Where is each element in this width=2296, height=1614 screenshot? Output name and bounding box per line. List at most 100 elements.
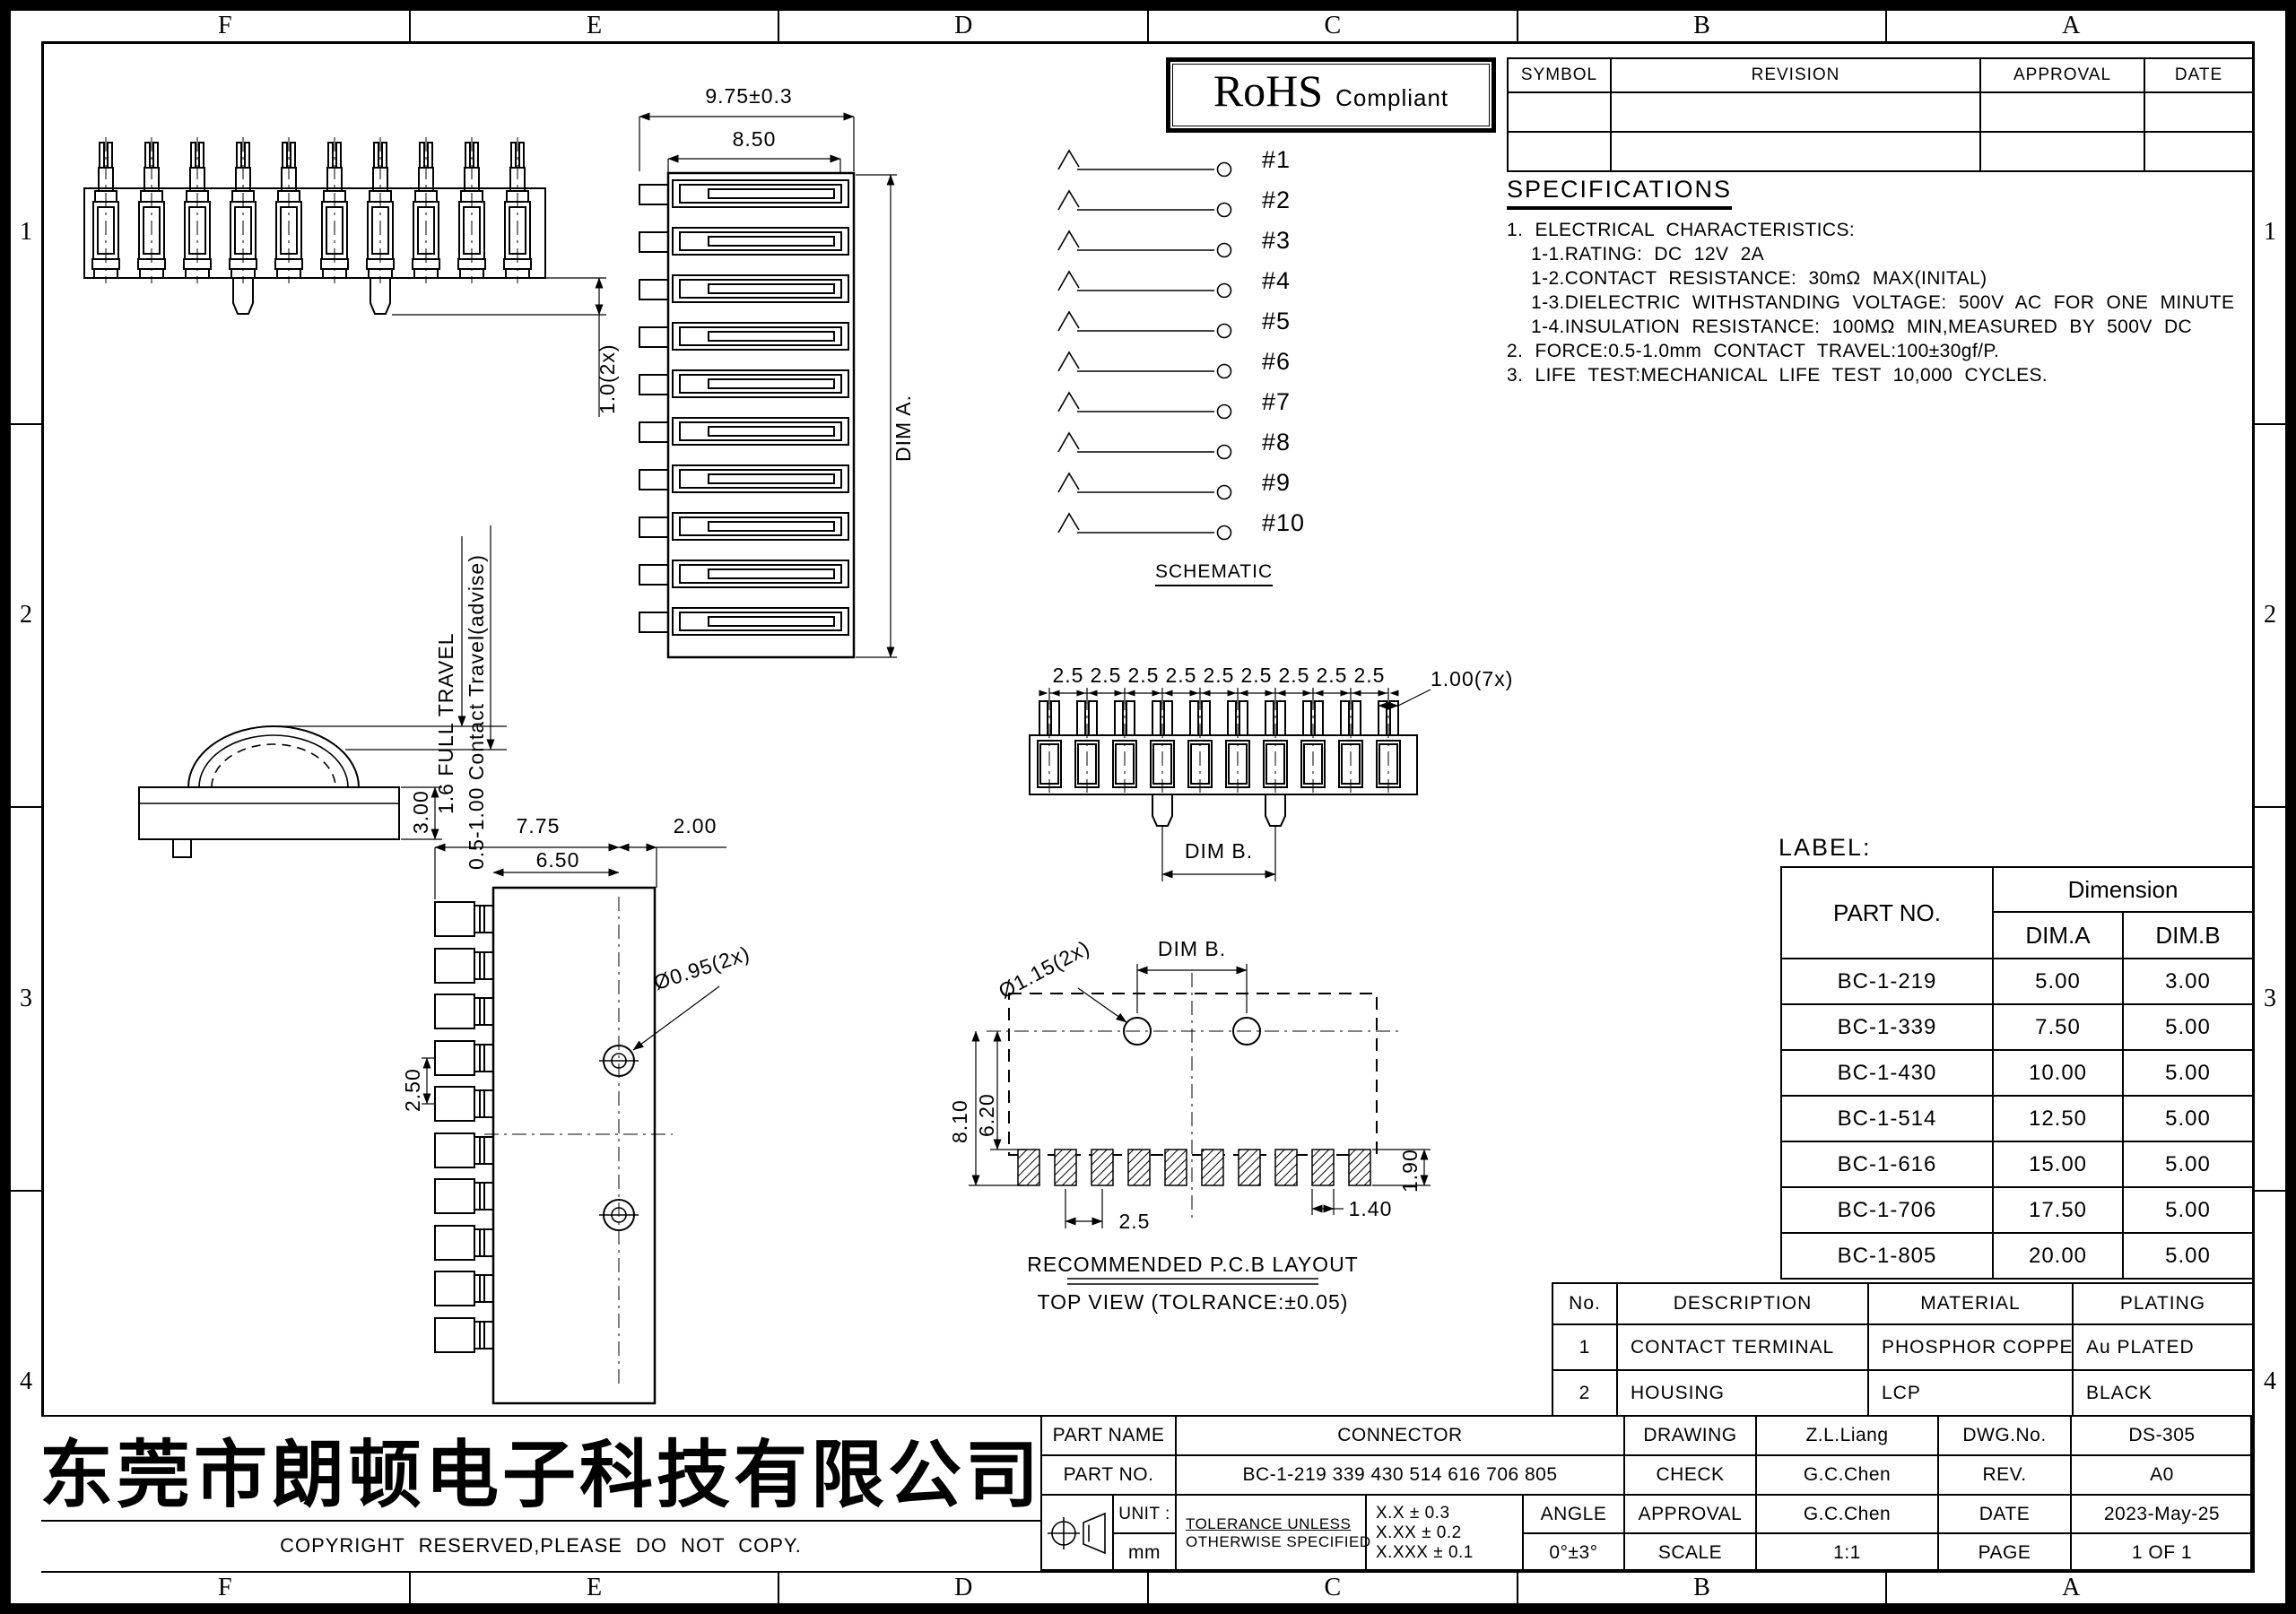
rev-label: REV. xyxy=(1939,1456,2072,1496)
scale-label: SCALE xyxy=(1625,1534,1757,1573)
rohs-subtitle: Compliant xyxy=(1335,84,1449,111)
dim-arrow-tick xyxy=(1039,690,1060,697)
schematic-contact-symbol xyxy=(1057,229,1232,257)
dim-value-cell: 5.00 xyxy=(2121,1095,2255,1142)
dim-side-outer: 7.75 xyxy=(517,814,561,837)
revision-col-date: DATE xyxy=(2144,57,2254,93)
schematic-caption: SCHEMATIC xyxy=(1155,561,1274,586)
label-col-dim-a: DIM.A xyxy=(1992,911,2124,959)
dwg-no-label: DWG.No. xyxy=(1939,1417,2072,1456)
tolerance-xxxx: X.XXX ± 0.1 xyxy=(1376,1543,1474,1562)
tolerance-note-line2: OTHERWISE SPECIFIED xyxy=(1186,1533,1371,1550)
schematic-pin-row: #2 xyxy=(1051,180,1305,221)
dim-front-inner: 8.50 xyxy=(733,127,777,151)
schematic-pin-label: #1 xyxy=(1262,146,1292,173)
pitch-dim-label: 2.5 xyxy=(1354,664,1386,687)
title-block: PART NAME CONNECTOR DRAWING Z.L.Liang DW… xyxy=(1040,1415,2254,1573)
tolerance-note-line1: TOLERANCE UNLESS xyxy=(1186,1515,1352,1532)
schematic-rows: #1#2#3#4#5#6#7#8#9#10 xyxy=(1051,140,1305,543)
revision-empty-row xyxy=(1507,91,2254,133)
dim-arrow-tick xyxy=(1378,690,1399,697)
zone-label: C xyxy=(1149,1573,1518,1603)
zone-label: 4 xyxy=(20,1367,32,1396)
dim-value-cell: 12.50 xyxy=(1992,1095,2124,1142)
tolerance-values: X.X ± 0.3 X.XX ± 0.2 X.XXX ± 0.1 xyxy=(1367,1496,1524,1573)
dim-arrow-tick xyxy=(1302,690,1324,697)
zone-label: D xyxy=(779,11,1150,41)
zone-label: F xyxy=(41,1573,411,1603)
rohs-title: RoHS xyxy=(1213,65,1324,116)
part-name-label: PART NAME xyxy=(1042,1417,1177,1456)
dim-pcb-inner: 6.20 xyxy=(975,1093,998,1137)
dim-side-inner: 6.50 xyxy=(536,848,580,872)
pitch-dim-label: 2.5 xyxy=(1279,664,1310,687)
dim-contact-travel: 0.5-1.00 Contact Travel(advise) xyxy=(465,554,488,870)
page-value: 1 OF 1 xyxy=(2072,1534,2254,1573)
drawing-value: Z.L.Liang xyxy=(1757,1417,1939,1456)
schematic-pin-label: #6 xyxy=(1262,348,1292,375)
part-no-cell: BC-1-616 xyxy=(1780,1141,1994,1188)
dim-b-row: DIM B. xyxy=(1185,839,1253,863)
dim-side-right: 2.00 xyxy=(674,814,718,837)
view-contact-side: 1.6 FULL TRAVEL 0.5-1.00 Contact Travel(… xyxy=(138,525,507,870)
bom-cell: 1 xyxy=(1552,1323,1618,1371)
projection-symbol-cell xyxy=(1042,1496,1114,1573)
zone-label: E xyxy=(411,11,780,41)
spec-line: 1-3.DIELECTRIC WITHSTANDING VOLTAGE: 500… xyxy=(1531,292,2235,313)
pitch-dim-label: 2.5 xyxy=(1053,664,1084,687)
view-front: 9.75±0.3 8.50 DIM A. xyxy=(639,84,915,659)
bom-cell: LCP xyxy=(1867,1369,2074,1417)
zone-label: A xyxy=(2062,12,2081,39)
pitch-dim-label: 2.5 xyxy=(1204,664,1235,687)
revision-empty-row xyxy=(1507,131,2254,172)
spec-lines: 1. ELECTRICAL CHARACTERISTICS:1-1.RATING… xyxy=(1507,218,2260,387)
schematic-pin-row: #7 xyxy=(1051,382,1305,422)
dim-value-cell: 10.00 xyxy=(1992,1049,2124,1097)
dim-pcb-outer: 8.10 xyxy=(948,1099,971,1143)
zone-label: A xyxy=(2062,1574,2081,1601)
dim-a-label: DIM A. xyxy=(891,395,915,462)
check-label: CHECK xyxy=(1625,1456,1757,1496)
tolerance-xxx: X.XX ± 0.2 xyxy=(1376,1523,1462,1542)
pcb-caption-2: TOP VIEW (TOLRANCE:±0.05) xyxy=(1038,1290,1349,1314)
bom-cell: 2 xyxy=(1552,1369,1618,1417)
zone-label: C xyxy=(1149,11,1518,41)
approval-value: G.C.Chen xyxy=(1757,1496,1939,1534)
label-col-dimension: Dimension xyxy=(1991,866,2255,913)
revision-table: SYMBOL REVISION APPROVAL DATE xyxy=(1507,57,2254,172)
bom-cell: BLACK xyxy=(2072,1369,2254,1417)
dim-value-cell: 5.00 xyxy=(2121,1049,2255,1097)
revision-header-row: SYMBOL REVISION APPROVAL DATE xyxy=(1507,57,2254,93)
part-name-value: CONNECTOR xyxy=(1177,1417,1625,1456)
schematic-contact-symbol xyxy=(1057,350,1232,378)
part-no-cell: BC-1-219 xyxy=(1780,958,1994,1005)
dim-value-cell: 17.50 xyxy=(1992,1186,2124,1234)
schematic-pin-row: #10 xyxy=(1051,503,1305,543)
dim-value-cell: 5.00 xyxy=(2121,1186,2255,1234)
part-no-cell: BC-1-430 xyxy=(1780,1049,1994,1097)
label-table-title: LABEL: xyxy=(1779,834,1872,861)
dim-pad-width: 1.40 xyxy=(1349,1197,1393,1220)
schematic-contact-symbol xyxy=(1057,269,1232,298)
revision-col-approval: APPROVAL xyxy=(1979,57,2145,93)
bom-col-description: DESCRIPTION xyxy=(1616,1282,1869,1325)
pitch-dim-label: 2.5 xyxy=(1091,664,1122,687)
bom-cell: Au PLATED xyxy=(2072,1323,2254,1371)
schematic-pin-row: #9 xyxy=(1051,463,1305,503)
schematic: #1#2#3#4#5#6#7#8#9#10 xyxy=(1051,140,1305,543)
dim-peg-dia: Ø0.95(2x) xyxy=(651,941,753,994)
bom-col-no: No. xyxy=(1552,1282,1618,1325)
dim-value-cell: 5.00 xyxy=(2121,1141,2255,1188)
schematic-contact-symbol xyxy=(1057,188,1232,217)
dim-value-cell: 3.00 xyxy=(2121,958,2255,1005)
dim-arrow-tick xyxy=(1114,690,1135,697)
